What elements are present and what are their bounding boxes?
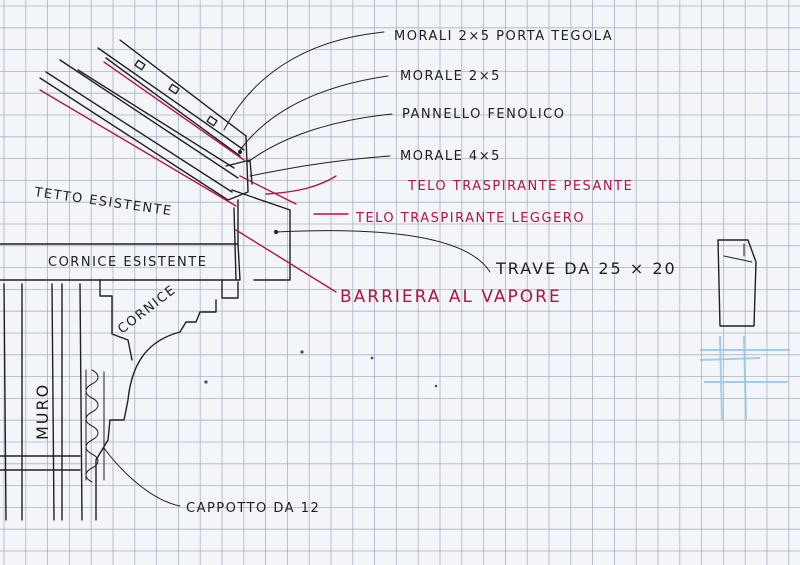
- label-cornice: CORNICE: [115, 282, 179, 337]
- label-morale-2x5: MORALE 2×5: [400, 69, 501, 84]
- existing-cornice-drawing: [0, 199, 241, 521]
- blue-pencil-marks: [699, 335, 790, 421]
- label-morali-porta-tegola: MORALI 2×5 PORTA TEGOLA: [394, 29, 613, 44]
- label-cornice-esistente: CORNICE ESISTENTE: [48, 255, 207, 270]
- label-pannello-fenolico: PANNELLO FENOLICO: [402, 107, 566, 122]
- label-trave: TRAVE DA 25 × 20: [495, 259, 677, 278]
- label-muro: MURO: [33, 383, 52, 440]
- leader-lines: [103, 31, 491, 507]
- paper-specks: [204, 350, 438, 388]
- beam-section-sketch: [717, 239, 757, 327]
- label-barriera-vapore: BARRIERA AL VAPORE: [340, 287, 562, 307]
- label-morale-4x5: MORALE 4×5: [400, 149, 501, 164]
- label-tetto-esistente: TETTO ESISTENTE: [32, 185, 173, 219]
- label-cappotto: CAPPOTTO DA 12: [186, 501, 320, 516]
- red-membrane-lines: [39, 61, 349, 293]
- label-telo-traspirante-pesante: TELO TRASPIRANTE PESANTE: [407, 179, 633, 194]
- wall-drawing: [0, 283, 105, 521]
- label-telo-traspirante-leggero: TELO TRASPIRANTE LEGGERO: [355, 211, 585, 226]
- existing-roof-drawing: [39, 39, 291, 281]
